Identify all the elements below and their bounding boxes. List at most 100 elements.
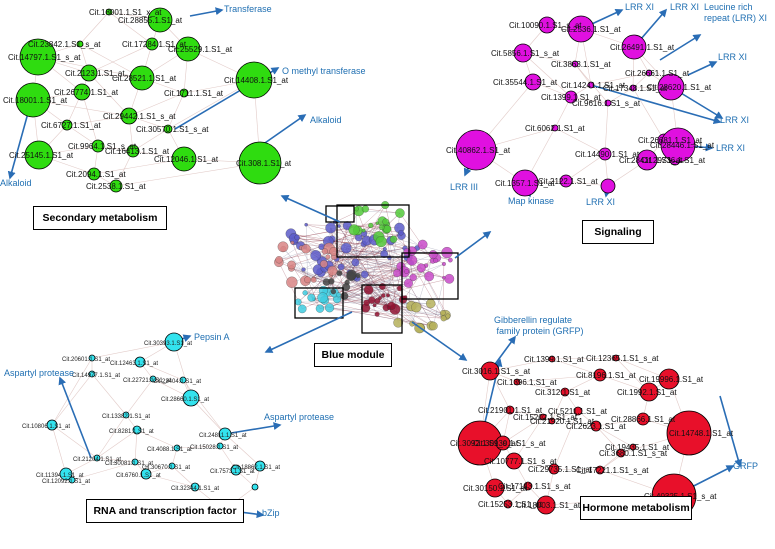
center-node xyxy=(404,269,409,274)
edge-rna-5 xyxy=(139,361,184,381)
center-edge xyxy=(411,262,444,319)
signaling-node-label: Cit.26681.1.S1_at xyxy=(638,136,703,145)
annotation-label: LRR XI xyxy=(586,197,615,207)
center-node xyxy=(363,285,374,295)
center-node xyxy=(346,269,357,280)
secondary-node-label: Cit.2094.1.S1_at xyxy=(66,170,126,179)
rna-node-label: Cit.15028.1.S1_at xyxy=(190,445,238,451)
hormone-node-label: Cit.15253.1.S1_at xyxy=(478,500,543,509)
center-node xyxy=(336,270,343,277)
caption-rna-transcription-factor: RNA and transcription factor xyxy=(86,499,244,523)
center-node xyxy=(409,273,417,282)
signaling-node-label: Cit.5856.1.S1_s_at xyxy=(491,49,560,58)
center-node xyxy=(301,267,306,272)
center-node xyxy=(426,298,436,309)
edge-hormone-3 xyxy=(551,357,617,360)
edge-rna-6 xyxy=(91,373,127,416)
center-node xyxy=(379,283,386,290)
box-secondary xyxy=(336,204,410,258)
hormone-node-label: Cit.3092.1.S1_s_at xyxy=(450,439,519,448)
annotation-label: Alkaloid xyxy=(0,178,32,188)
center-node xyxy=(403,278,413,288)
box-rna xyxy=(294,287,344,319)
rna-node-label: Cit.8281.1.S1_at xyxy=(109,429,154,435)
center-node xyxy=(297,304,307,314)
center-node xyxy=(445,313,451,319)
edge-rna-7 xyxy=(51,373,93,426)
center-node xyxy=(361,205,369,213)
hormone-node xyxy=(495,435,511,451)
edge-hormone-45 xyxy=(553,410,579,470)
center-node xyxy=(406,255,418,266)
center-node xyxy=(375,236,387,248)
rna-node xyxy=(190,482,200,492)
center-edge xyxy=(301,247,324,291)
edge-hormone-23 xyxy=(595,425,634,448)
signaling-node xyxy=(604,99,612,107)
center-node xyxy=(315,304,325,313)
signaling-node-label: Cit.2122.1.S1_at xyxy=(538,177,598,186)
secondary-node-label: Cit.1711.1.S1_at xyxy=(164,89,224,98)
rna-node xyxy=(68,476,76,484)
center-node xyxy=(440,310,446,316)
rna-node xyxy=(216,442,224,450)
hormone-node-label: Cit.12365.1.S1_s_at xyxy=(586,354,659,363)
center-node xyxy=(442,275,446,280)
hormone-node xyxy=(666,410,712,456)
secondary-node xyxy=(24,140,54,170)
hormone-node-label: Cit.29735.1.S1_at xyxy=(528,465,593,474)
edge-hormone-17 xyxy=(551,410,579,422)
center-node xyxy=(307,293,316,302)
edge-hormone-38 xyxy=(507,485,529,505)
signaling-node-label: Cit.1357.1.S1_at xyxy=(495,179,555,188)
center-edge xyxy=(331,238,421,329)
hormone-node xyxy=(548,355,556,363)
rna-node-label: Cit.14977.1.S1_at xyxy=(72,373,120,379)
center-edge xyxy=(290,233,385,250)
edge-hormone-27 xyxy=(599,446,634,471)
hormone-node-label: Cit.19996.1.S1_at xyxy=(639,375,704,384)
center-node xyxy=(428,250,438,259)
center-node xyxy=(325,222,336,234)
arrow-secondary xyxy=(189,7,224,17)
hormone-node-label: Cit.1399.1.S1_at xyxy=(524,355,584,364)
signaling-node xyxy=(571,60,579,68)
center-edge xyxy=(324,266,401,269)
center-node xyxy=(327,265,338,276)
caption-signaling: Signaling xyxy=(582,220,654,244)
center-node xyxy=(393,317,403,328)
center-edge xyxy=(356,208,396,310)
center-node xyxy=(433,258,439,263)
signaling-node-label: Cit.28446.1.S1_at xyxy=(650,141,715,150)
rna-node-label: Cit.22404.1.S1_at xyxy=(153,379,201,385)
center-node xyxy=(301,244,311,254)
edge-hormone-8 xyxy=(564,374,601,393)
secondary-node-label: Cit.18001.1.S1_at xyxy=(3,96,68,105)
annotation-label: O methyl transferase xyxy=(282,66,366,76)
edge-hormone-15 xyxy=(509,409,544,418)
center-node xyxy=(290,241,295,245)
edge-rna-25 xyxy=(71,461,136,481)
rna-node xyxy=(164,332,184,352)
center-node xyxy=(374,311,380,317)
caption-blue-module: Blue module xyxy=(314,343,392,367)
center-node xyxy=(393,269,401,278)
annotation-label: LRR XI xyxy=(720,115,749,125)
signaling-node xyxy=(657,73,685,101)
center-node xyxy=(440,315,447,322)
secondary-node xyxy=(171,146,197,172)
signaling-node-label: Cit.28620.1.S1_at xyxy=(647,83,712,92)
signaling-node xyxy=(598,147,612,161)
hormone-node-label: Cit.3680.1.S1_s_at xyxy=(599,449,668,458)
signaling-node-label: Cit.28411.1.S1_at xyxy=(619,156,683,165)
node-labels: Cit.18001.1.S1_x_atCit.28855.1.S1_atCit.… xyxy=(3,8,734,510)
signaling-node xyxy=(559,174,573,188)
signaling-node-label: Cit.14490.1.S1_at xyxy=(575,150,640,159)
center-node xyxy=(321,248,328,255)
edge-rna-37 xyxy=(96,414,127,459)
signaling-node-label: Cit.3863.1.S1_at xyxy=(551,60,611,69)
center-node xyxy=(342,283,351,291)
secondary-node xyxy=(61,119,73,131)
secondary-node xyxy=(73,83,91,101)
rna-node-label: Cit.18862.1.S1_at xyxy=(232,465,280,471)
